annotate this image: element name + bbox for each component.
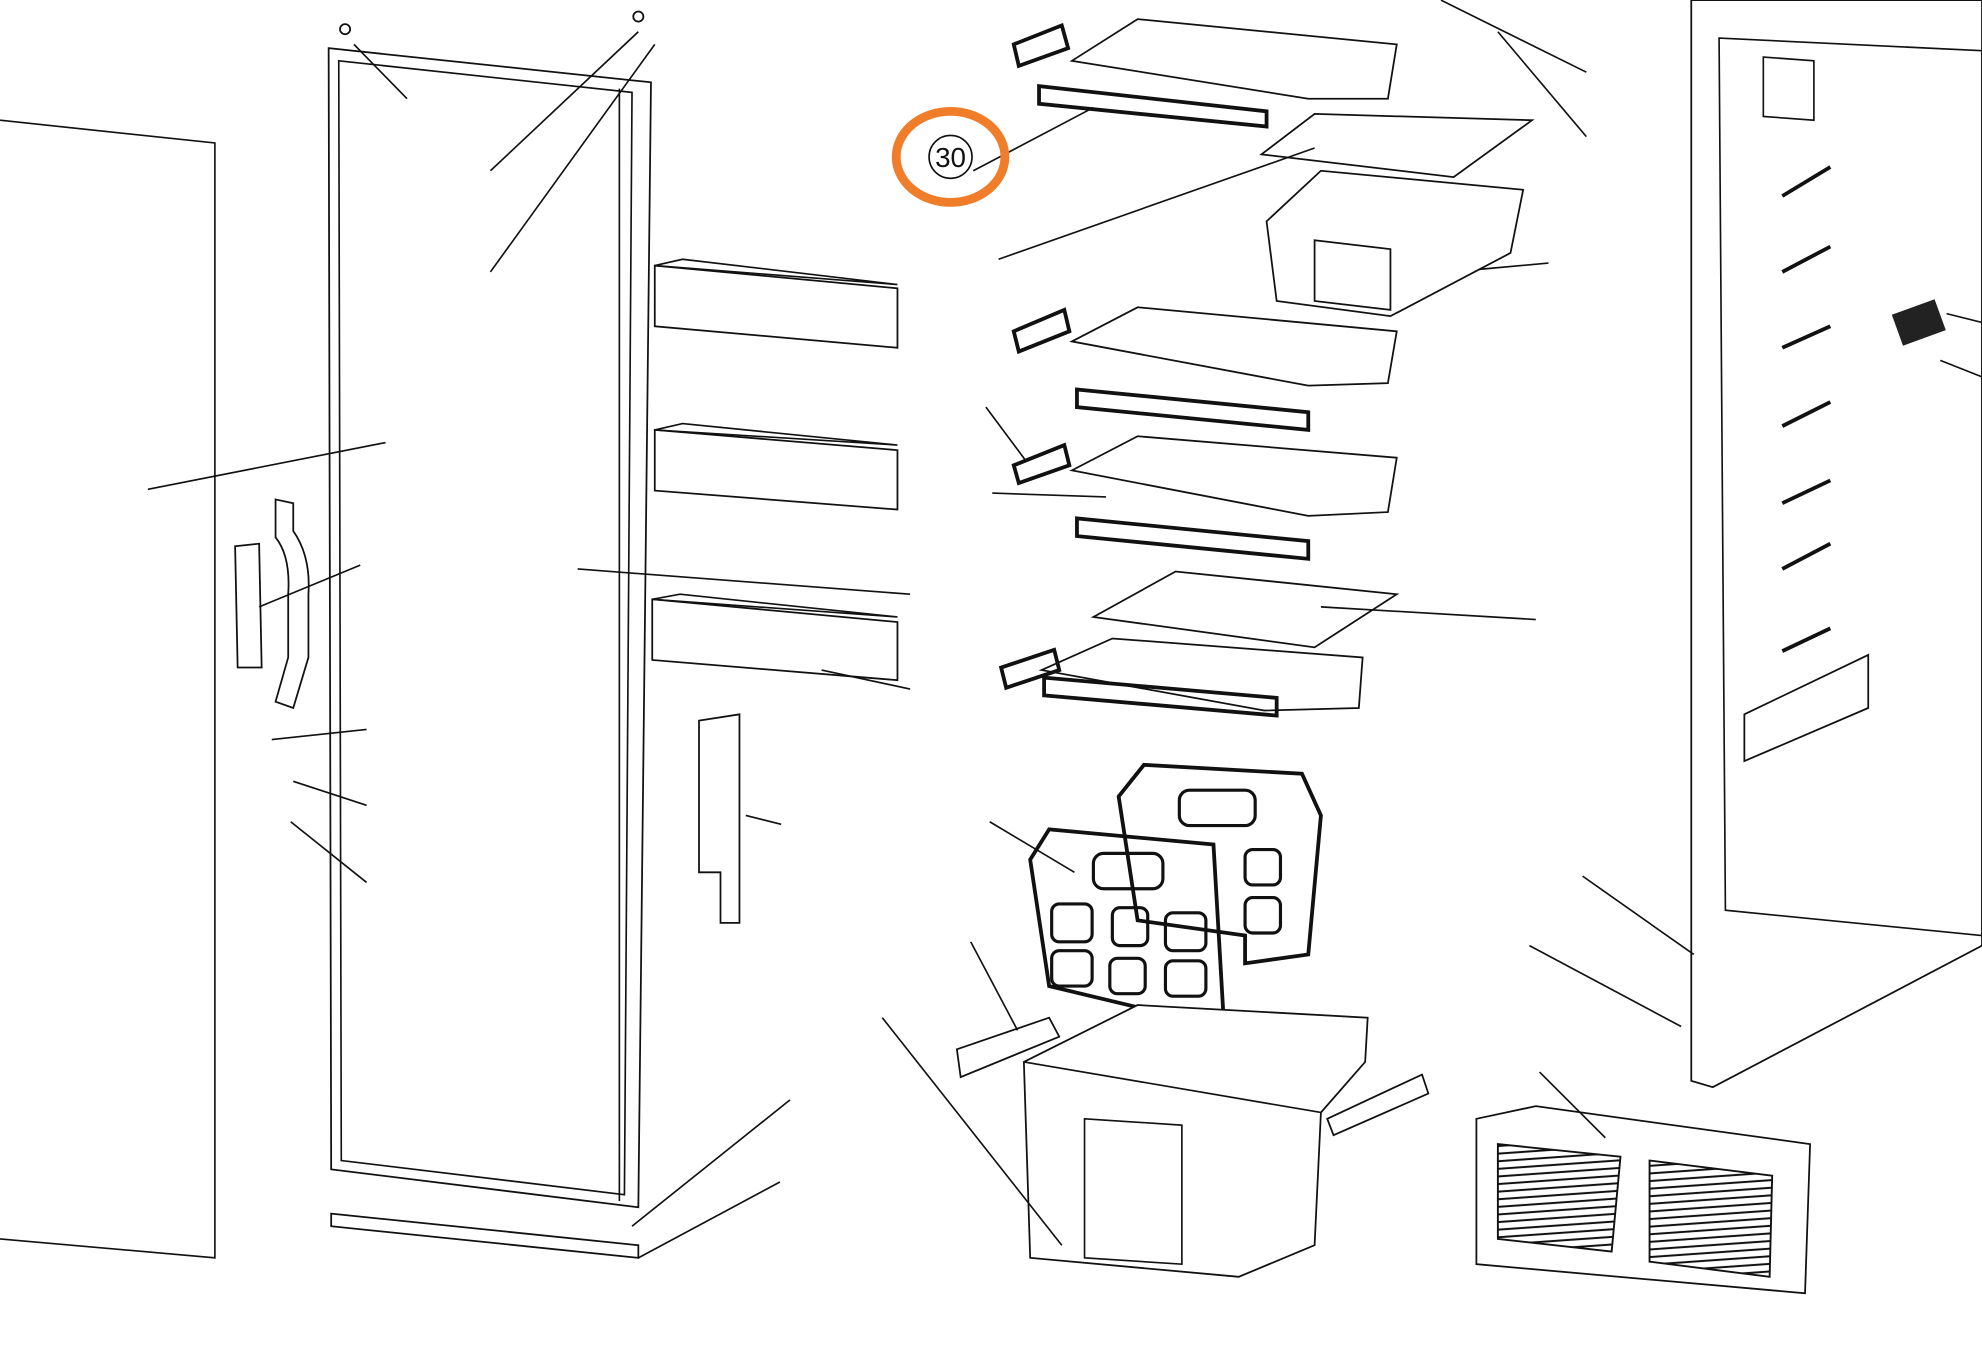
callout-circle: [928, 134, 973, 180]
glass-shelf: [1090, 570, 1400, 649]
door-bottom-strip: [330, 1212, 640, 1259]
freezer-drawer: [955, 1004, 1430, 1278]
fridge-cabinet: [1690, 0, 1982, 1089]
hinge-pin: [339, 23, 352, 36]
door-bins: [651, 258, 899, 682]
shelf-supports: [998, 22, 1072, 691]
callout-30[interactable]: 30: [891, 106, 1010, 207]
callout-label: 30: [935, 142, 966, 173]
door-handle: [234, 498, 741, 924]
freezer-door: [327, 10, 652, 1259]
wire-shelves: [1038, 18, 1398, 712]
hinge-pin: [632, 10, 645, 23]
side-panel: [0, 119, 216, 1259]
callout-highlight-ring: [891, 106, 1010, 207]
crisper-drawer: [1259, 113, 1535, 318]
freezer-basket-dividers: [1028, 762, 1323, 1026]
leader-lines: [147, 0, 1982, 1259]
drawer-rail: [1326, 1073, 1430, 1137]
shelf-frames: [1037, 83, 1400, 718]
kick-plate-grille: [1475, 1105, 1812, 1295]
drawer-rail: [955, 1016, 1061, 1079]
